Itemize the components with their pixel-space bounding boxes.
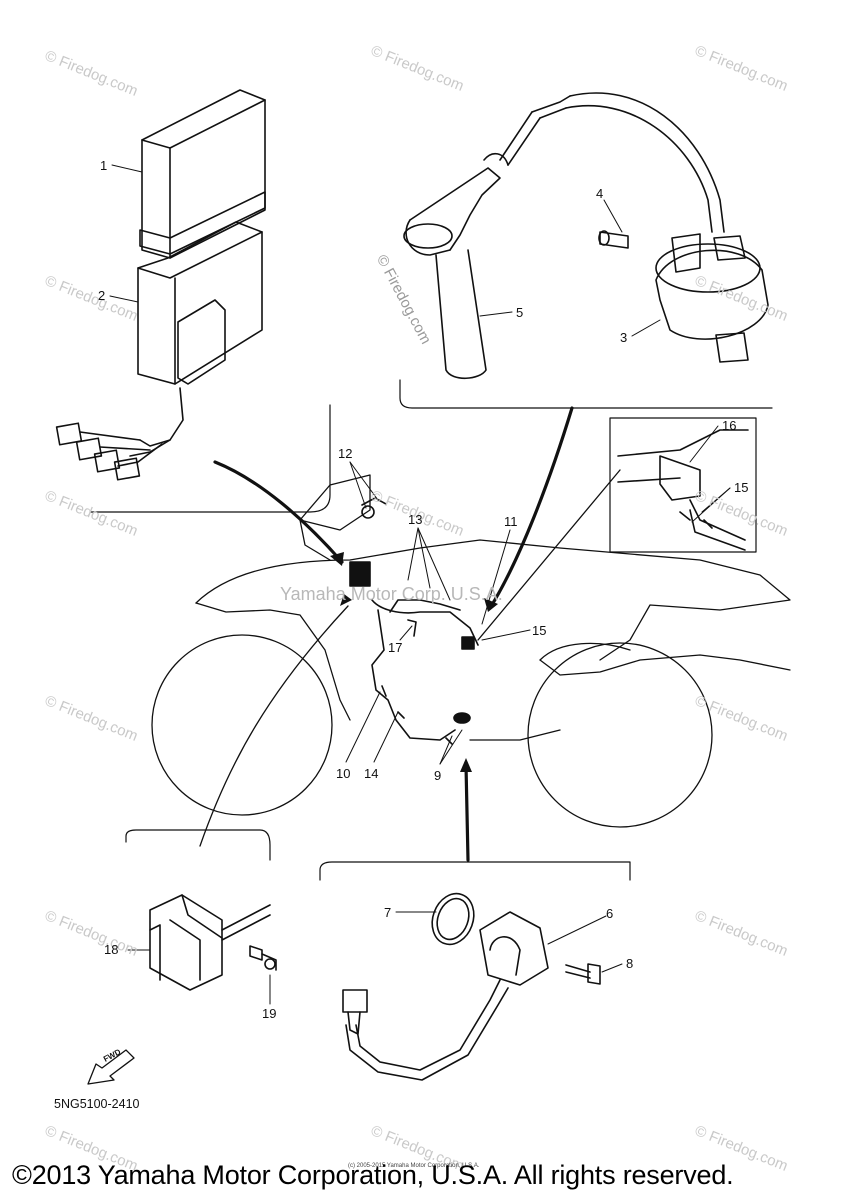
pointer-lines xyxy=(213,406,574,862)
callout-16: 16 xyxy=(722,418,737,433)
callout-18: 18 xyxy=(104,942,119,957)
callout-3: 3 xyxy=(620,330,628,345)
neutral-switch xyxy=(342,892,601,1081)
copyright-footer: ©2013 Yamaha Motor Corporation, U.S.A. A… xyxy=(12,1160,734,1190)
cdi-unit xyxy=(55,89,266,481)
pointer-lines-thin xyxy=(199,469,621,847)
callout-19: 19 xyxy=(262,1006,277,1021)
bracket-bottom-center xyxy=(319,861,631,881)
callout-11: 11 xyxy=(504,514,518,529)
motorcycle-outline xyxy=(151,474,791,828)
callout-17: 17 xyxy=(388,640,403,655)
callout-2: 2 xyxy=(98,288,106,303)
callout-13: 13 xyxy=(408,512,423,527)
diagram-code: 5NG5100-2410 xyxy=(54,1097,140,1111)
rectifier-regulator xyxy=(149,894,277,991)
wire-harness xyxy=(349,497,479,745)
callout-12: 12 xyxy=(338,446,353,461)
callout-4: 4 xyxy=(596,186,604,201)
callout-10: 10 xyxy=(336,766,351,781)
callout-15b: 15 xyxy=(734,480,749,495)
center-watermark: Yamaha Motor Corp. U.S.A. xyxy=(280,584,503,604)
detail-box-15-16 xyxy=(609,417,757,553)
small-copyright: (c) 2005-2015 Yamaha Motor Corporation, … xyxy=(348,1163,480,1169)
bracket-top-right xyxy=(399,379,773,409)
callout-14: 14 xyxy=(364,766,379,781)
bracket-left xyxy=(89,404,331,513)
callout-9: 9 xyxy=(434,768,442,783)
callout-8: 8 xyxy=(626,956,634,971)
callout-15: 15 xyxy=(532,623,547,638)
fwd-arrow-icon xyxy=(87,1049,135,1085)
arrowheads xyxy=(330,552,498,772)
callout-6: 6 xyxy=(606,906,614,921)
leader-lines xyxy=(109,164,731,1005)
callout-7: 7 xyxy=(384,905,392,920)
callout-5: 5 xyxy=(516,305,524,320)
detail-harness xyxy=(617,429,749,551)
ignition-coil xyxy=(403,92,769,380)
callout-1: 1 xyxy=(100,158,108,173)
bracket-bottom-left xyxy=(125,829,271,861)
